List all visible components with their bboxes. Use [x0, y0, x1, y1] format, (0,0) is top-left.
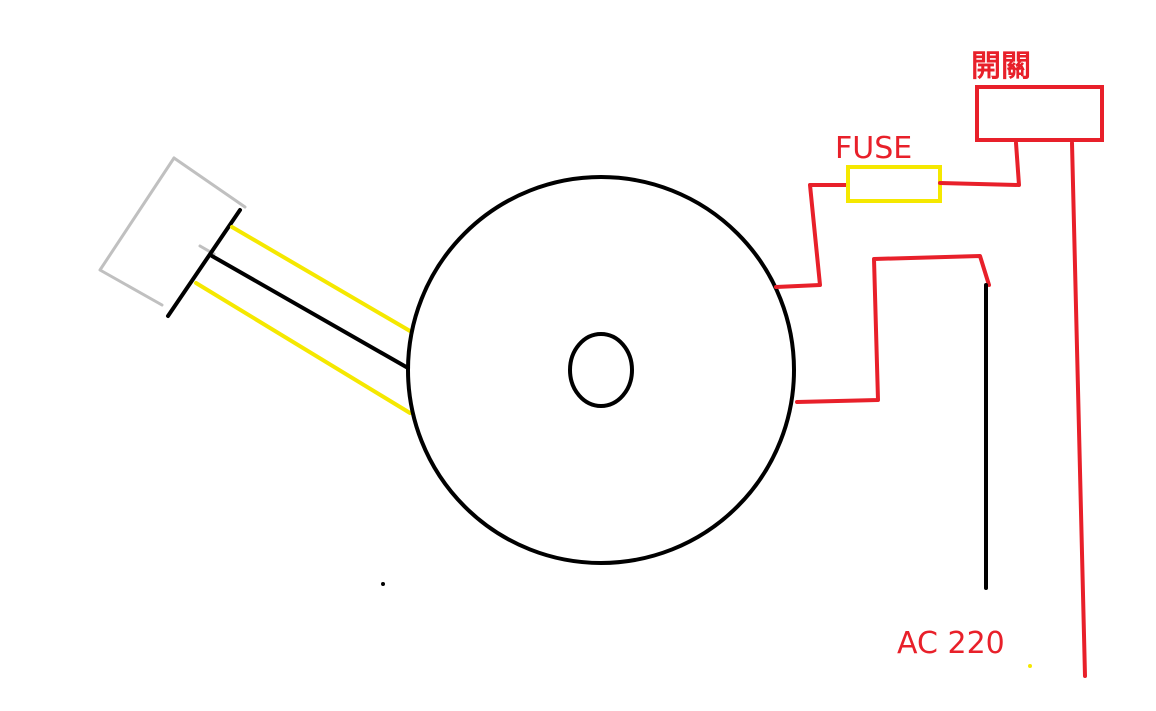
secondary-wire-upper [230, 225, 412, 333]
transformer-body [406, 175, 796, 565]
wire-fuse-to-switch [938, 141, 1021, 187]
stray-dot-black [381, 582, 385, 586]
fuse-component [846, 165, 942, 203]
fuse-label: FUSE [835, 131, 912, 166]
ac-label: AC 220 [897, 626, 1005, 661]
switch-component [975, 85, 1104, 142]
plug-blade [166, 208, 242, 318]
stray-dot-yellow [1028, 664, 1032, 668]
secondary-wire-lower [194, 281, 412, 415]
primary-wire-to-fuse [774, 183, 850, 289]
secondary-wires [194, 225, 412, 415]
primary-wire-return [795, 254, 991, 404]
switch-output-wire [1070, 141, 1087, 678]
switch-label: 開關 [971, 49, 1031, 84]
center-wire [210, 254, 410, 370]
transformer-center-hole [568, 332, 634, 408]
